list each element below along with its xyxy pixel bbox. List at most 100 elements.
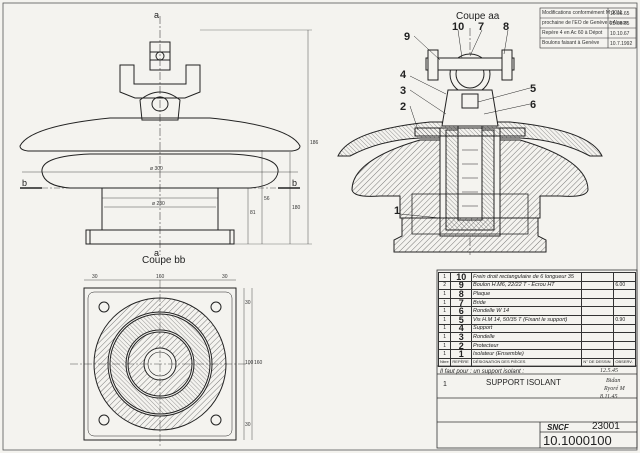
part-number-repere: 1	[450, 349, 473, 359]
clamp-bolt-left	[427, 49, 439, 81]
part-drawing-code	[581, 280, 615, 291]
dim-diameter-230: ø 230	[152, 201, 165, 207]
callout-6: 6	[530, 99, 537, 111]
part-observation	[613, 349, 636, 359]
part-number: 10.1000100	[543, 433, 612, 448]
revision-date-1: 16.06.65	[610, 11, 630, 17]
revision-row-1: Modifications conformément M 3011	[542, 10, 623, 16]
part-quantity: 1	[437, 297, 452, 308]
section-bb-view	[70, 279, 253, 448]
part-observation	[613, 323, 636, 334]
cut-marker-b-right: b	[292, 178, 298, 188]
part-number-repere: 4	[450, 323, 473, 334]
revision-row-3: Repère 4 en Ac 60 à Dépot	[542, 30, 603, 36]
part-quantity: 1	[437, 289, 452, 299]
revision-block	[539, 7, 637, 49]
part-designation: Frein droit rectangulaire de 6 longueur …	[471, 272, 583, 282]
section-aa-title: Coupe aa	[456, 11, 500, 22]
part-number-repere: 6	[450, 306, 473, 316]
dim-56: 56	[264, 196, 270, 202]
dim-186: 186	[310, 140, 319, 146]
dim-diameter-300: ø 300	[150, 166, 163, 172]
dim-top-left: 30	[92, 274, 98, 280]
part-observation: 0.90	[613, 314, 636, 325]
callout-8: 8	[503, 21, 510, 33]
callout-10: 10	[452, 21, 465, 33]
part-number-repere: 2	[450, 340, 473, 351]
part-number-repere: 3	[450, 332, 473, 342]
title-block-frame	[436, 269, 638, 449]
part-designation: Protecteur	[471, 340, 583, 351]
dim-top-right: 30	[222, 274, 228, 280]
part-designation: Rondelle	[471, 332, 583, 342]
part-observation	[613, 297, 636, 308]
part-drawing-code	[581, 349, 615, 359]
part-designation: Isolateur (Ensemble)	[471, 349, 583, 359]
parts-header-cell: Nbre	[437, 357, 452, 367]
part-number-repere: 8	[450, 289, 473, 299]
part-designation: Support	[471, 323, 583, 334]
dim-side-total: 160	[254, 360, 263, 366]
part-quantity: 1	[437, 306, 452, 316]
quantity-note: Il faut pour : un support isolant :	[440, 369, 525, 375]
signature-date-2: 8.11.45	[600, 394, 618, 400]
part-quantity: 2	[437, 280, 452, 291]
drawing-title: SUPPORT ISOLANT	[486, 378, 561, 387]
part-quantity: 1	[437, 349, 452, 359]
part-observation	[613, 332, 636, 342]
callout-leaders	[399, 29, 531, 219]
company-logo: SNCF	[547, 423, 569, 432]
parts-header-cell: DÉSIGNATION DES PIÈCES	[471, 357, 583, 367]
part-quantity: 1	[437, 272, 452, 282]
bolt-hole	[210, 301, 222, 313]
part-number-repere: 7	[450, 297, 473, 308]
part-observation	[613, 340, 636, 351]
signature-name-1: Bidan	[606, 378, 621, 384]
dim-top-middle: 160	[156, 274, 165, 280]
base-section	[393, 217, 547, 253]
dim-side-bottom: 30	[245, 422, 251, 428]
callout-5: 5	[530, 83, 537, 95]
upper-shed-section	[337, 121, 603, 157]
part-number-repere: 10	[450, 272, 473, 282]
part-drawing-code	[581, 340, 615, 351]
cut-marker-b-left: b	[22, 178, 28, 188]
callout-2: 2	[400, 101, 407, 113]
part-quantity: 1	[437, 323, 452, 334]
callout-4: 4	[400, 69, 407, 81]
bolt-hole	[98, 301, 110, 313]
upper-shed	[19, 117, 301, 152]
part-designation: Vis H.M 14, 50/35 T (Fixant le support)	[471, 314, 583, 325]
washer-section	[414, 127, 526, 137]
cut-marker-a-bottom: a	[154, 248, 160, 258]
part-drawing-code	[581, 323, 615, 334]
front-elevation-view	[19, 16, 312, 255]
signature-name-2: Ryoré M	[604, 386, 625, 392]
revision-date-2: 25.06.65	[610, 21, 630, 27]
part-number-repere: 9	[450, 280, 473, 291]
parts-header-cell: REPÈRE	[450, 357, 473, 367]
part-drawing-code	[581, 306, 615, 316]
revision-row-2: prochaine de l'EO de Genève à Alsace	[542, 20, 628, 26]
clamp-bolt-head	[149, 41, 171, 71]
dim-180: 180	[292, 205, 301, 211]
parts-header-cell: OBSERV.	[613, 357, 636, 367]
part-observation	[613, 306, 636, 316]
part-observation	[613, 289, 636, 299]
clamp-bracket	[119, 64, 201, 99]
cut-marker-a-top: a	[154, 10, 160, 20]
bolt-hole	[98, 414, 110, 426]
part-designation: Plaque	[471, 289, 583, 299]
part-drawing-code	[581, 297, 615, 308]
revision-row-4: Boulons faisant à Genève	[542, 40, 600, 46]
